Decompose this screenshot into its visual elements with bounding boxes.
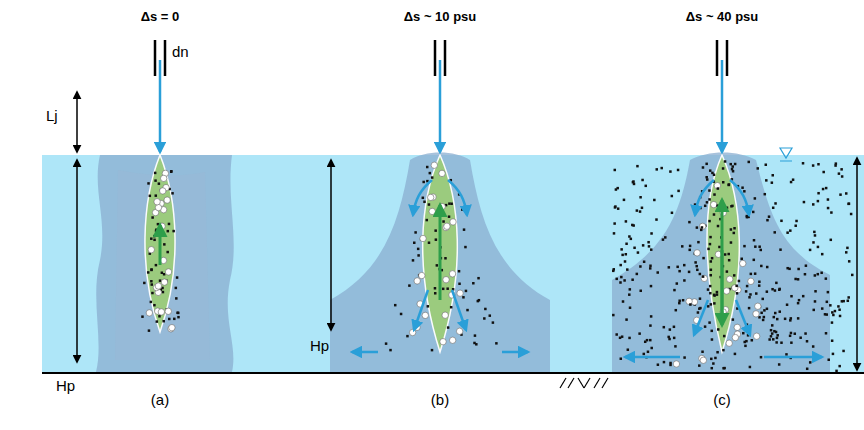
surface-symbol (780, 161, 792, 162)
jet-arrow (160, 60, 722, 152)
plume (330, 153, 550, 373)
rise-arrow (721, 250, 724, 325)
plume-height: Hp (310, 338, 329, 355)
jet-length: Lj (46, 108, 58, 125)
flow-arrow (352, 180, 822, 357)
panel-title: Δs ~ 10 psu (404, 10, 477, 24)
ground-symbol (560, 378, 608, 388)
plume-height: Hp (56, 378, 75, 395)
bubble-core (145, 155, 175, 332)
plume (612, 153, 830, 373)
bubbles-particles (141, 160, 853, 372)
nozzle-diameter: dn (172, 44, 189, 61)
bottom (42, 372, 864, 374)
panel-title: Δs ~ 40 psu (686, 10, 759, 24)
rise-arrow (160, 200, 722, 320)
panel-label: (c) (713, 392, 731, 409)
panel-label: (b) (431, 392, 449, 409)
surface-symbol (780, 148, 792, 158)
panel-title: Δs = 0 (141, 10, 180, 24)
panel-label: (a) (151, 392, 169, 409)
dimension-arrow (77, 92, 857, 370)
plume (96, 155, 234, 372)
